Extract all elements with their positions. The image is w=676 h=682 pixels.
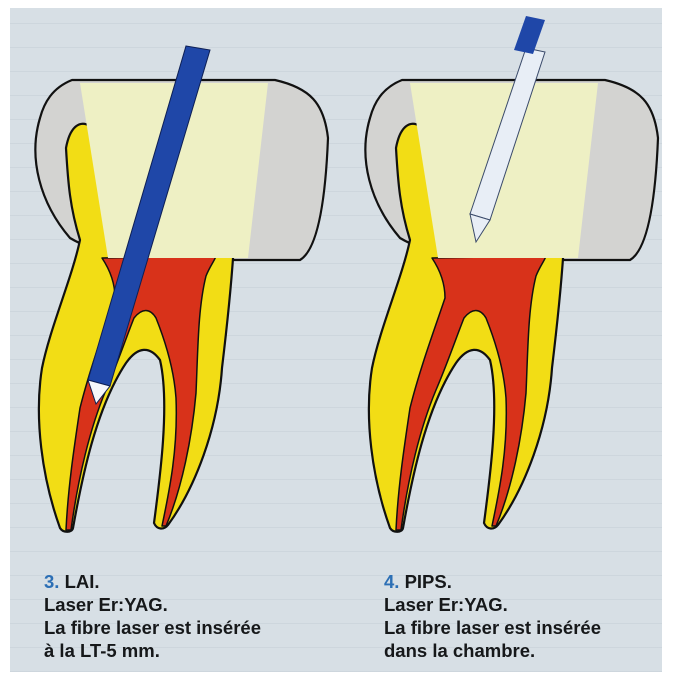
- tooth-pips: [365, 16, 658, 532]
- caption-pips: 4. PIPS. Laser Er:YAG. La fibre laser es…: [384, 570, 601, 662]
- caption-pips-title: PIPS.: [405, 571, 452, 592]
- caption-pips-line2: Laser Er:YAG.: [384, 593, 601, 616]
- caption-lai-title-line: 3. LAI.: [44, 570, 261, 593]
- caption-lai-line3: La fibre laser est insérée: [44, 616, 261, 639]
- caption-lai-line4: à la LT-5 mm.: [44, 639, 261, 662]
- tooth-diagrams: [10, 8, 662, 568]
- caption-pips-number: 4.: [384, 571, 399, 592]
- caption-lai-number: 3.: [44, 571, 59, 592]
- tooth-lai: [35, 46, 328, 532]
- caption-pips-line3: La fibre laser est insérée: [384, 616, 601, 639]
- caption-pips-title-line: 4. PIPS.: [384, 570, 601, 593]
- caption-pips-line4: dans la chambre.: [384, 639, 601, 662]
- caption-lai-line2: Laser Er:YAG.: [44, 593, 261, 616]
- figure-panel: 3. LAI. Laser Er:YAG. La fibre laser est…: [10, 8, 662, 672]
- caption-lai-title: LAI.: [65, 571, 100, 592]
- caption-lai: 3. LAI. Laser Er:YAG. La fibre laser est…: [44, 570, 261, 662]
- laser-fibre-cap-pips: [514, 16, 545, 54]
